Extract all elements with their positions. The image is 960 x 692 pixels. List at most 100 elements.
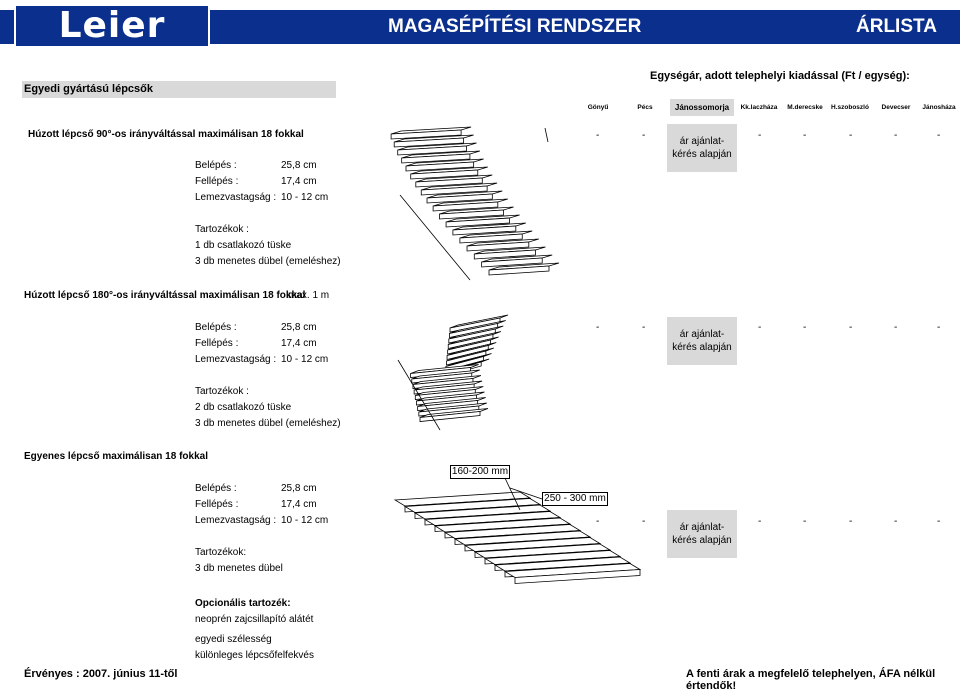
stair-riser (419, 411, 481, 422)
price-line: kérés alapján (672, 342, 732, 353)
location-mderecske: M.derecske (787, 104, 823, 111)
stair-riser (514, 569, 641, 584)
price-dash: - (758, 322, 762, 333)
stair-riser (448, 328, 496, 344)
price-dash: - (596, 130, 600, 141)
stair-riser (393, 137, 465, 148)
product-3-title: Egyenes lépcső maximálisan 18 fokkal (24, 451, 208, 462)
accessories-title: Tartozékok: (195, 547, 247, 558)
accessory-item: 3 db menetes dübel (195, 563, 283, 574)
footer-note: A fenti árak a megfelelő telephelyen, ÁF… (686, 668, 936, 692)
stair-riser (415, 177, 483, 188)
spec-label: Belépés : (195, 483, 237, 494)
price-line: kérés alapján (672, 149, 732, 160)
spec-label: Belépés : (195, 160, 237, 171)
price-line: ár ajánlat- (679, 329, 725, 340)
stair-riser (439, 209, 504, 220)
optional-title: Opcionális tartozék: (195, 598, 291, 609)
price-dash: - (849, 516, 853, 527)
price-line: ár ajánlat- (679, 136, 725, 147)
accessory-item: 2 db csatlakozó tüske (195, 402, 292, 413)
accessory-item: 3 db menetes dübel (emeléshez) (195, 256, 341, 267)
stair-riser (416, 394, 477, 406)
stair-riser (414, 389, 476, 400)
price-dash: - (803, 516, 807, 527)
price-dash: - (596, 322, 600, 333)
unit-price-title: Egységár, adott telephelyi kiadással (Ft… (650, 70, 910, 82)
rise-dimension: 160-200 mm (450, 465, 510, 479)
stair-riser (410, 169, 479, 180)
stair-riser (447, 339, 491, 355)
spec-label: Fellépés : (195, 176, 239, 187)
optional-item: egyedi szélesség (195, 634, 272, 645)
stair-riser (418, 405, 480, 417)
price-dash: - (642, 516, 646, 527)
location-janoshaza: Jánosháza (922, 104, 956, 111)
stair-edge (544, 127, 549, 143)
stair-riser (397, 145, 467, 156)
spec-label: Belépés : (195, 322, 237, 333)
stair-riser (432, 201, 499, 212)
location-kklaczhaza: Kk.laczháza (740, 104, 778, 111)
price-line: kérés alapján (672, 535, 732, 546)
stair-riser (412, 378, 474, 389)
price-dash: - (642, 130, 646, 141)
tread-dimension: 250 - 300 mm (542, 492, 608, 506)
price-dash: - (758, 130, 762, 141)
price-list-title: ÁRLISTA (856, 16, 937, 37)
dimension-line (504, 477, 521, 511)
price-dash: - (937, 516, 941, 527)
stair-edge (399, 194, 471, 281)
spec-value: 25,8 cm (281, 322, 317, 333)
stair-riser (449, 323, 499, 338)
stair-riser (446, 350, 487, 366)
product-1-title: Húzott lépcső 90°-os irányváltással maxi… (28, 129, 304, 140)
accessory-item: 3 db menetes dübel (emeléshez) (195, 418, 341, 429)
location-devecser: Devecser (881, 104, 911, 111)
category-title: Egyedi gyártású lépcsők (22, 81, 336, 98)
price-dash: - (894, 516, 898, 527)
spec-value: 10 - 12 cm (281, 515, 329, 526)
dimension-line (509, 487, 546, 501)
stair-riser (417, 400, 479, 411)
location-gonyu: Gönyű (587, 104, 609, 111)
price-dash: - (937, 130, 941, 141)
spec-label: Lemezvastagság : (195, 354, 277, 365)
page-title: MAGASÉPÍTÉSI RENDSZER (388, 16, 642, 37)
leier-logo: Leier (14, 4, 210, 48)
optional-item: neoprén zajcsillapító alátét (195, 614, 314, 625)
accessories-title: Tartozékok : (195, 386, 249, 397)
price-dash: - (849, 130, 853, 141)
spec-value: 25,8 cm (281, 160, 317, 171)
stair-riser (405, 161, 475, 172)
price-dash: - (937, 322, 941, 333)
logo-text: Leier (58, 5, 166, 46)
spec-label: Lemezvastagság : (195, 192, 277, 203)
price-line: ár ajánlat- (679, 522, 725, 533)
max-width-note: max. 1 m (288, 290, 330, 301)
stair-riser (466, 241, 530, 252)
stair-riser (445, 217, 510, 228)
stair-riser (447, 334, 494, 349)
spec-label: Lemezvastagság : (195, 515, 277, 526)
price-dash: - (803, 322, 807, 333)
price-dash: - (758, 516, 762, 527)
stair-riser (449, 317, 501, 333)
stair-edge (397, 359, 441, 431)
location-highlight (670, 99, 734, 116)
spec-value: 17,4 cm (281, 176, 317, 187)
price-request-box: ár ajánlat- kérés alapján (667, 317, 737, 365)
spec-value: 10 - 12 cm (281, 192, 329, 203)
stair-riser (473, 249, 536, 260)
stair-riser (426, 193, 493, 204)
stair-riser (410, 367, 471, 378)
validity-date: Érvényes : 2007. június 11-től (24, 668, 178, 680)
location-janossomorja: Jánossomorja (674, 103, 730, 112)
stair-riser (390, 129, 462, 140)
spec-label: Fellépés : (195, 338, 239, 349)
spec-label: Fellépés : (195, 499, 239, 510)
stair-riser (446, 344, 489, 361)
stair-riser (452, 225, 517, 236)
price-dash: - (894, 322, 898, 333)
